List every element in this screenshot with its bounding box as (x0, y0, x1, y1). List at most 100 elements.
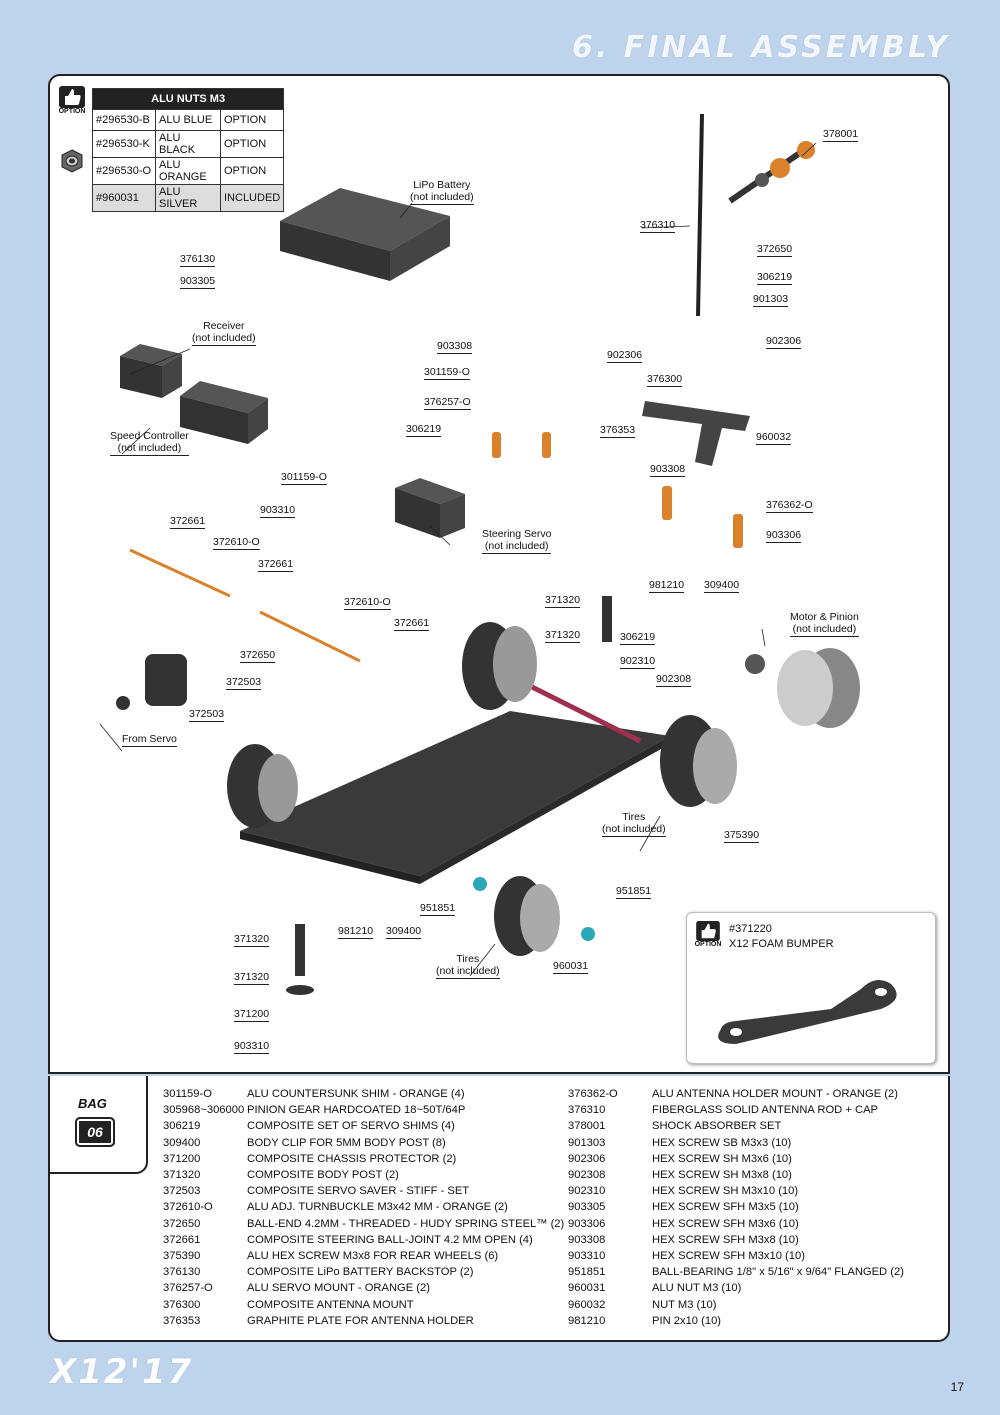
part-description: ALU ANTENNA HOLDER MOUNT - ORANGE (2) (652, 1088, 898, 1100)
part-description: BODY CLIP FOR 5MM BODY POST (8) (247, 1136, 446, 1149)
callout-part: 375390 (724, 829, 760, 843)
callout-part: 306219 (620, 631, 656, 645)
part-description: SHOCK ABSORBER SET (652, 1120, 782, 1133)
steering-servo-drawing (395, 478, 465, 538)
callout-part: 951851 (420, 902, 456, 916)
callout-motor: Motor & Pinion (not included) (790, 611, 859, 637)
callout-part: 301159-O (424, 366, 470, 380)
part-code: 981210 (568, 1314, 606, 1327)
list-item: 981210 PIN 2x10 (10) (568, 1313, 904, 1329)
option-badge-text: OPTION (58, 108, 86, 115)
part-description: PIN 2x10 (10) (652, 1314, 722, 1327)
section-title: 6. FINAL ASSEMBLY (572, 30, 950, 65)
part-code: 371320 (163, 1169, 201, 1182)
part-code: 309400 (163, 1136, 201, 1149)
bumper-name: X12 FOAM BUMPER (729, 938, 834, 950)
part-code: 378001 (568, 1120, 606, 1133)
callout-part: 372503 (189, 708, 225, 722)
part-description: PINION GEAR HARDCOATED 18~50T/64P (247, 1104, 466, 1117)
part-code: 371200 (163, 1152, 201, 1165)
callout-part: 981210 (338, 925, 374, 939)
part-code: 376130 (163, 1266, 201, 1279)
callout-part: 372503 (226, 676, 262, 690)
page-number: 17 (950, 1380, 964, 1394)
option-badge: OPTION (693, 921, 723, 948)
callout-from-servo: From Servo (122, 733, 177, 747)
part-code: 301159-O (163, 1088, 212, 1100)
thumbs-up-icon (59, 86, 85, 108)
part-code: 372661 (163, 1233, 201, 1246)
callout-part: 376130 (180, 253, 216, 267)
callout-part: 309400 (386, 925, 422, 939)
callout-part: 903310 (234, 1040, 270, 1054)
part-description: COMPOSITE SET OF SERVO SHIMS (4) (247, 1120, 455, 1133)
part-code: 901303 (568, 1136, 606, 1149)
callout-receiver: Receiver (not included) (192, 320, 256, 346)
callout-steering-servo: Steering Servo (not included) (482, 528, 552, 554)
part-code: 375390 (163, 1250, 201, 1263)
option-badge: OPTION (56, 86, 88, 115)
callout-part: 372650 (240, 649, 276, 663)
part-code: 903305 (568, 1201, 606, 1214)
part-description: ALU ADJ. TURNBUCKLE M3x42 MM - ORANGE (2… (247, 1201, 508, 1214)
part-description: HEX SCREW SFH M3x6 (10) (652, 1217, 799, 1230)
callout-part: 376353 (600, 424, 636, 438)
list-item: 378001 SHOCK ABSORBER SET (568, 1118, 904, 1134)
callout-part: 301159-O (281, 471, 327, 485)
callout-speed-controller: Speed Controller (not included) (110, 430, 189, 456)
part-description: COMPOSITE CHASSIS PROTECTOR (2) (247, 1152, 457, 1165)
callout-part: 372661 (394, 617, 430, 631)
list-item: 371200 COMPOSITE CHASSIS PROTECTOR (2) (163, 1151, 564, 1167)
part-code: 376353 (163, 1314, 201, 1327)
callout-part: 371320 (545, 629, 581, 643)
foam-bumper-option: OPTION #371220 X12 FOAM BUMPER (686, 912, 936, 1064)
bag-number: 06 (75, 1117, 115, 1147)
callout-part: 371200 (234, 1008, 270, 1022)
wheels-drawing (227, 622, 737, 956)
callout-part: 306219 (406, 423, 442, 437)
callout-part: 903306 (766, 529, 802, 543)
list-item: 903305 HEX SCREW SFH M3x5 (10) (568, 1199, 904, 1215)
part-description: BALL-BEARING 1/8" x 5/16" x 9/64" FLANGE… (652, 1266, 904, 1279)
callout-part: 981210 (649, 579, 685, 593)
speed-controller-drawing (180, 381, 268, 444)
part-description: HEX SCREW SFH M3x8 (10) (652, 1233, 799, 1246)
foam-bumper-drawing (718, 980, 897, 1044)
callout-part: 306219 (757, 271, 793, 285)
alu-nut-icon (61, 149, 83, 173)
callout-part: 371320 (545, 594, 581, 608)
callout-part: 376300 (647, 373, 683, 387)
part-description: ALU NUT M3 (10) (652, 1282, 742, 1295)
part-code: 372503 (163, 1185, 201, 1198)
callout-lipo-battery: LiPo Battery (not included) (410, 179, 474, 205)
part-description: HEX SCREW SFH M3x5 (10) (652, 1201, 799, 1214)
thumbs-up-icon (696, 921, 720, 941)
lipo-battery-drawing (280, 188, 450, 281)
callout-part: 309400 (704, 579, 740, 593)
part-description: HEX SCREW SB M3x3 (10) (652, 1136, 792, 1149)
callout-part: 372610-O (213, 536, 260, 550)
